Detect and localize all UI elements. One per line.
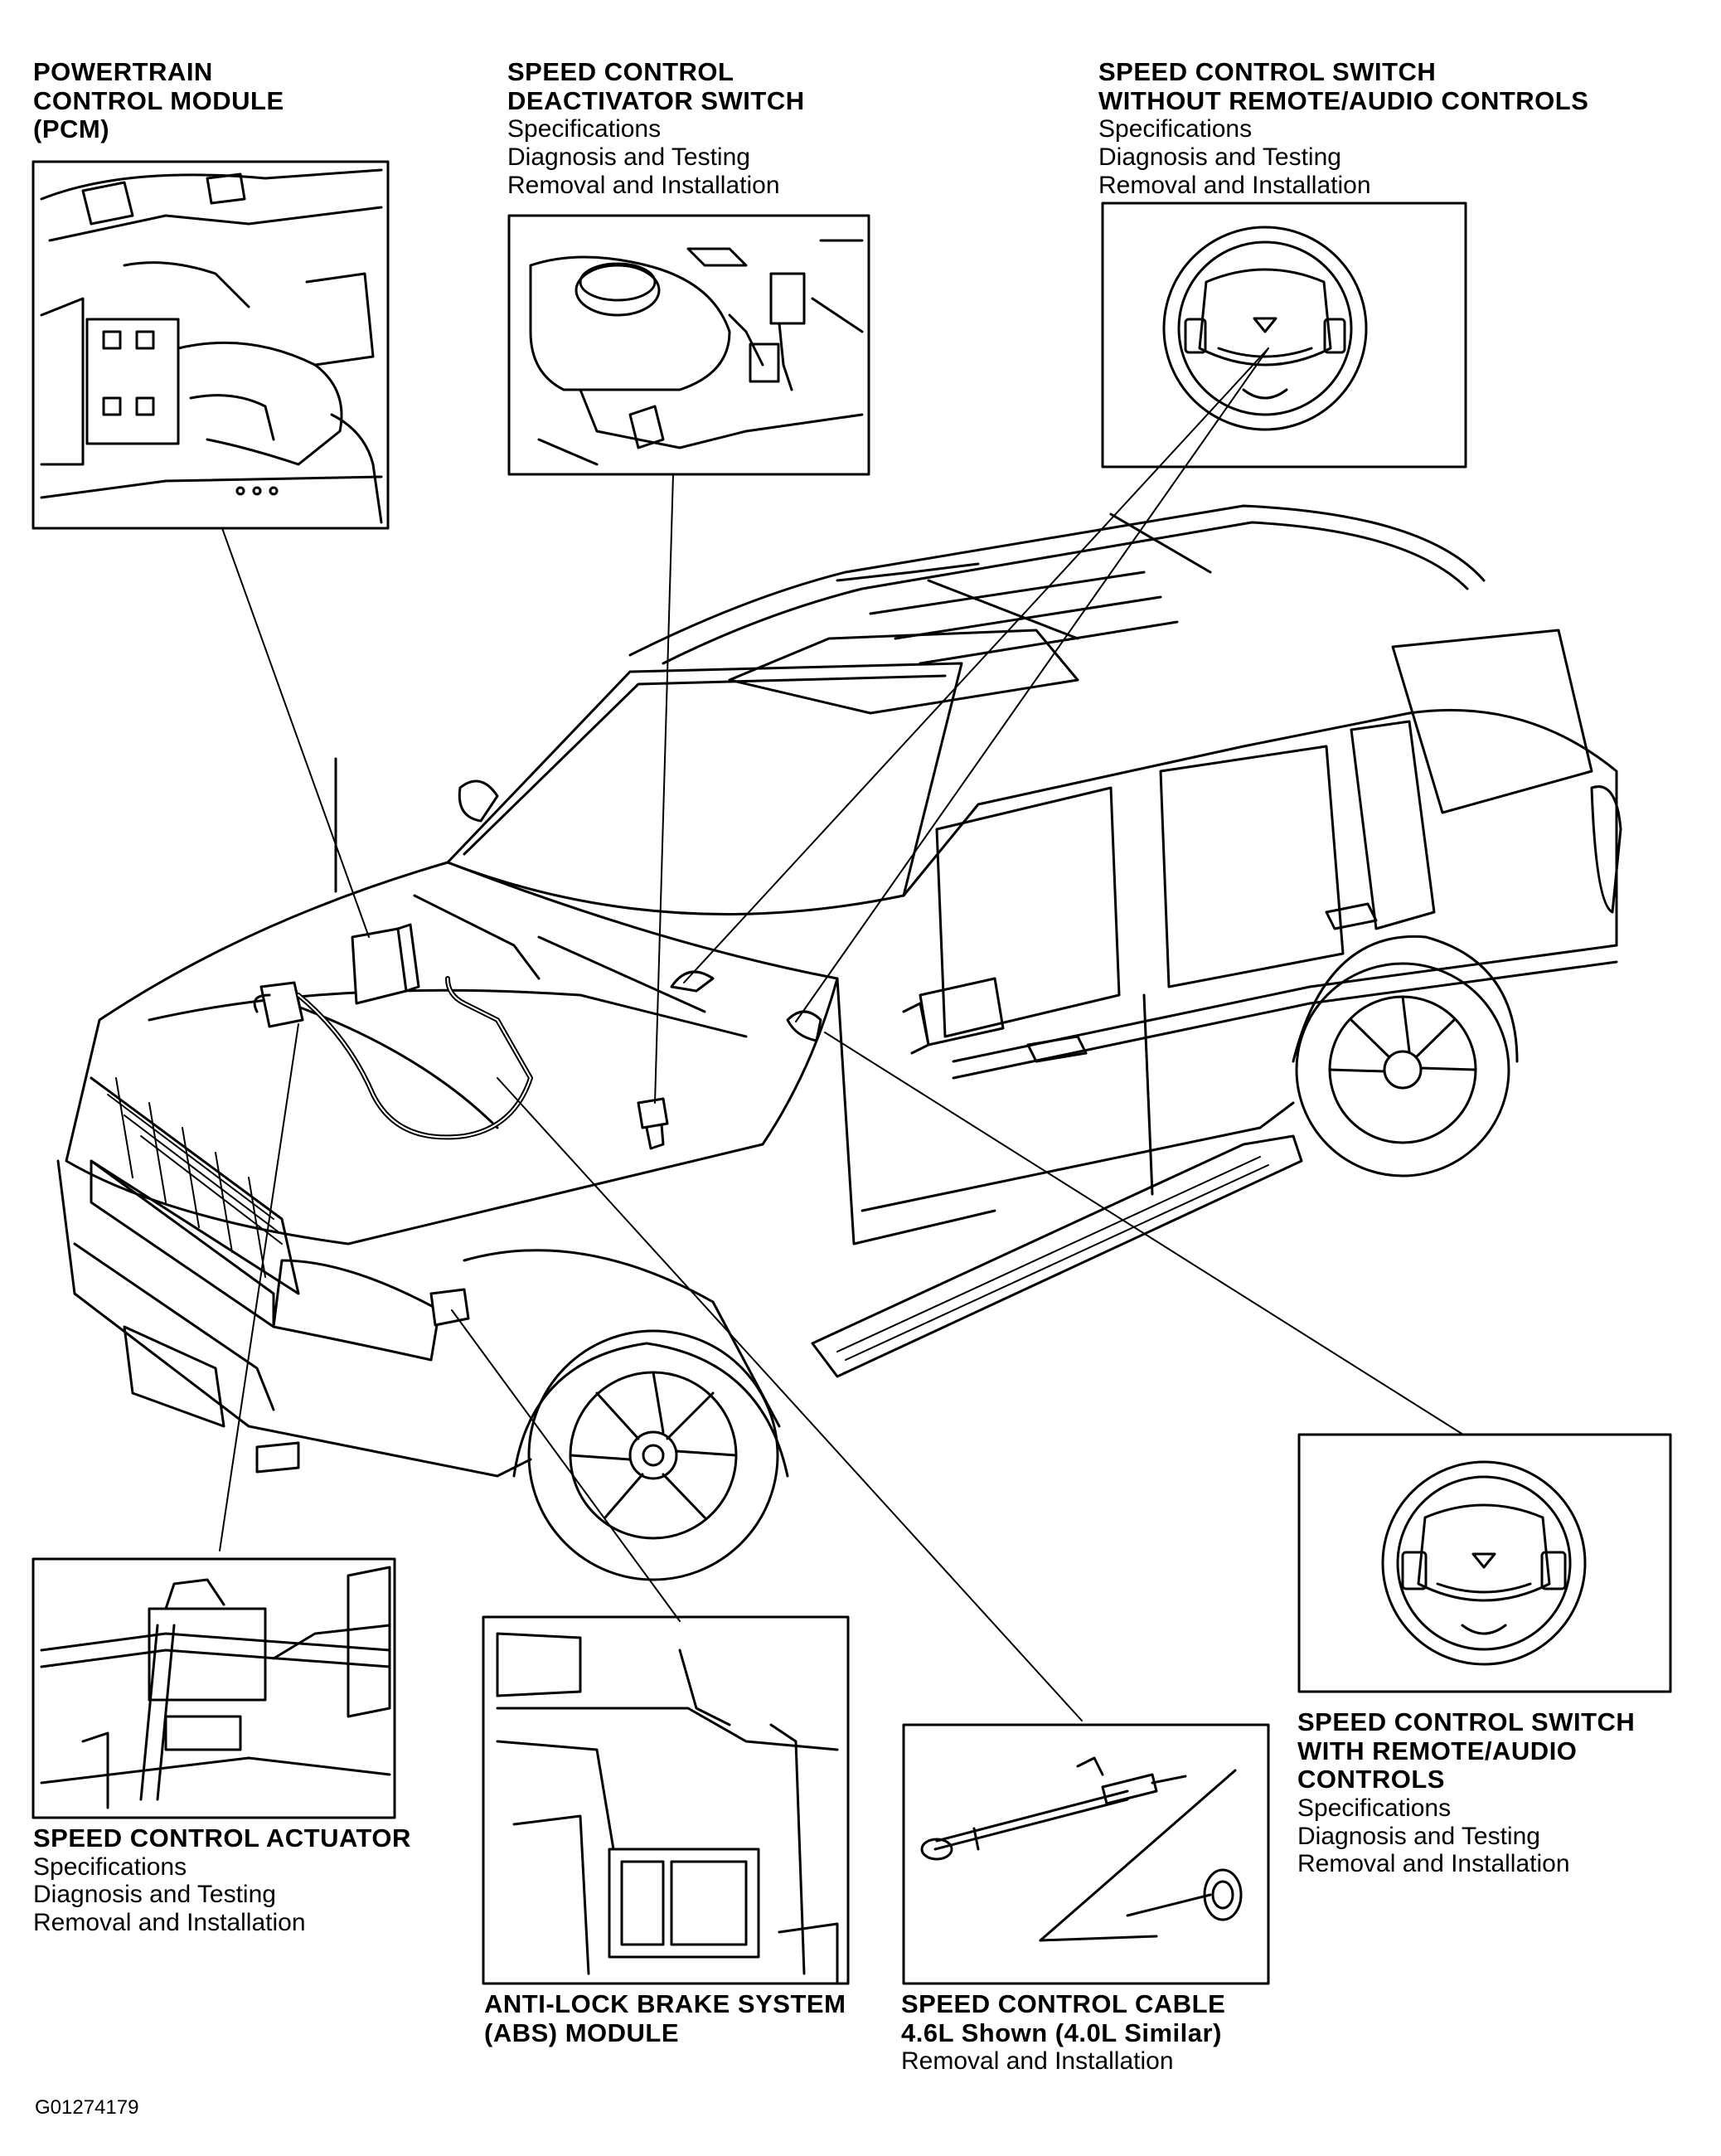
leader-lines xyxy=(219,347,1464,1721)
deactivator-inset[interactable] xyxy=(507,214,870,476)
deactivator-title-1: SPEED CONTROL xyxy=(507,57,734,86)
abs-title-2: (ABS) MODULE xyxy=(484,2018,680,2047)
switch-remote-label: SPEED CONTROL SWITCH WITH REMOTE/AUDIO C… xyxy=(1297,1707,1636,1878)
actuator-on-vehicle xyxy=(253,981,304,1028)
pcm-inset[interactable] xyxy=(32,160,390,530)
switch-remote-link-diagnosis[interactable]: Diagnosis and Testing xyxy=(1297,1822,1540,1850)
cable-title-1: SPEED CONTROL CABLE xyxy=(901,1989,1226,2018)
switch-remote-inset[interactable] xyxy=(1297,1433,1672,1693)
switch-remote-link-removal[interactable]: Removal and Installation xyxy=(1297,1850,1570,1878)
switch-remote-link-specifications[interactable]: Specifications xyxy=(1297,1794,1452,1823)
switch-no-remote-link-specifications[interactable]: Specifications xyxy=(1098,115,1253,143)
switch-no-remote-title-1: SPEED CONTROL SWITCH xyxy=(1098,57,1437,86)
actuator-title: SPEED CONTROL ACTUATOR xyxy=(33,1823,411,1853)
abs-label[interactable]: ANTI-LOCK BRAKE SYSTEM (ABS) MODULE xyxy=(484,1989,846,2047)
cable-inset[interactable] xyxy=(902,1723,1270,1985)
actuator-link-specifications[interactable]: Specifications xyxy=(33,1853,187,1881)
actuator-link-removal[interactable]: Removal and Installation xyxy=(33,1908,306,1936)
switch-no-remote-title-2: WITHOUT REMOTE/AUDIO CONTROLS xyxy=(1098,85,1589,115)
deactivator-link-specifications[interactable]: Specifications xyxy=(507,115,662,143)
deactivator-label: SPEED CONTROL DEACTIVATOR SWITCH Specifi… xyxy=(507,57,805,199)
cable-label: SPEED CONTROL CABLE 4.6L Shown (4.0L Sim… xyxy=(901,1989,1226,2076)
switch-remote-title-3: CONTROLS xyxy=(1297,1765,1445,1794)
actuator-link-diagnosis[interactable]: Diagnosis and Testing xyxy=(33,1881,276,1909)
pcm-label[interactable]: POWERTRAIN CONTROL MODULE (PCM) xyxy=(33,57,284,144)
cable-link-removal[interactable]: Removal and Installation xyxy=(901,2047,1174,2076)
actuator-inset[interactable] xyxy=(32,1557,396,1819)
deactivator-title-2: DEACTIVATOR SWITCH xyxy=(507,85,805,115)
figure-id: G01274179 xyxy=(35,2096,139,2119)
pcm-title-1: POWERTRAIN xyxy=(33,57,213,86)
cable-title-2: 4.6L Shown (4.0L Similar) xyxy=(901,2018,1222,2047)
switch-remote-title-2: WITH REMOTE/AUDIO xyxy=(1297,1736,1578,1765)
abs-on-vehicle xyxy=(429,1288,470,1327)
switch-no-remote-inset[interactable] xyxy=(1101,202,1467,469)
switch-no-remote-label: SPEED CONTROL SWITCH WITHOUT REMOTE/AUDI… xyxy=(1098,57,1589,199)
speed-cable-on-vehicle xyxy=(296,976,533,1140)
pcm-title-2: CONTROL MODULE xyxy=(33,85,284,115)
pcm-module-on-vehicle xyxy=(351,923,420,1005)
deactivator-link-removal[interactable]: Removal and Installation xyxy=(507,171,780,199)
switch-no-remote-link-diagnosis[interactable]: Diagnosis and Testing xyxy=(1098,143,1341,172)
switch-no-remote-link-removal[interactable]: Removal and Installation xyxy=(1098,171,1371,199)
deactivator-link-diagnosis[interactable]: Diagnosis and Testing xyxy=(507,143,750,172)
switch-remote-title-1: SPEED CONTROL SWITCH xyxy=(1297,1707,1636,1736)
abs-title-1: ANTI-LOCK BRAKE SYSTEM xyxy=(484,1989,846,2018)
pcm-title-3: (PCM) xyxy=(33,114,110,144)
abs-module-inset[interactable] xyxy=(482,1615,850,1985)
actuator-label: SPEED CONTROL ACTUATOR Specifications Di… xyxy=(33,1823,411,1937)
switch-marker-on-vehicle xyxy=(670,970,822,1042)
vehicle-outline xyxy=(56,504,1622,1581)
deactivator-switch-on-vehicle xyxy=(637,1097,669,1150)
